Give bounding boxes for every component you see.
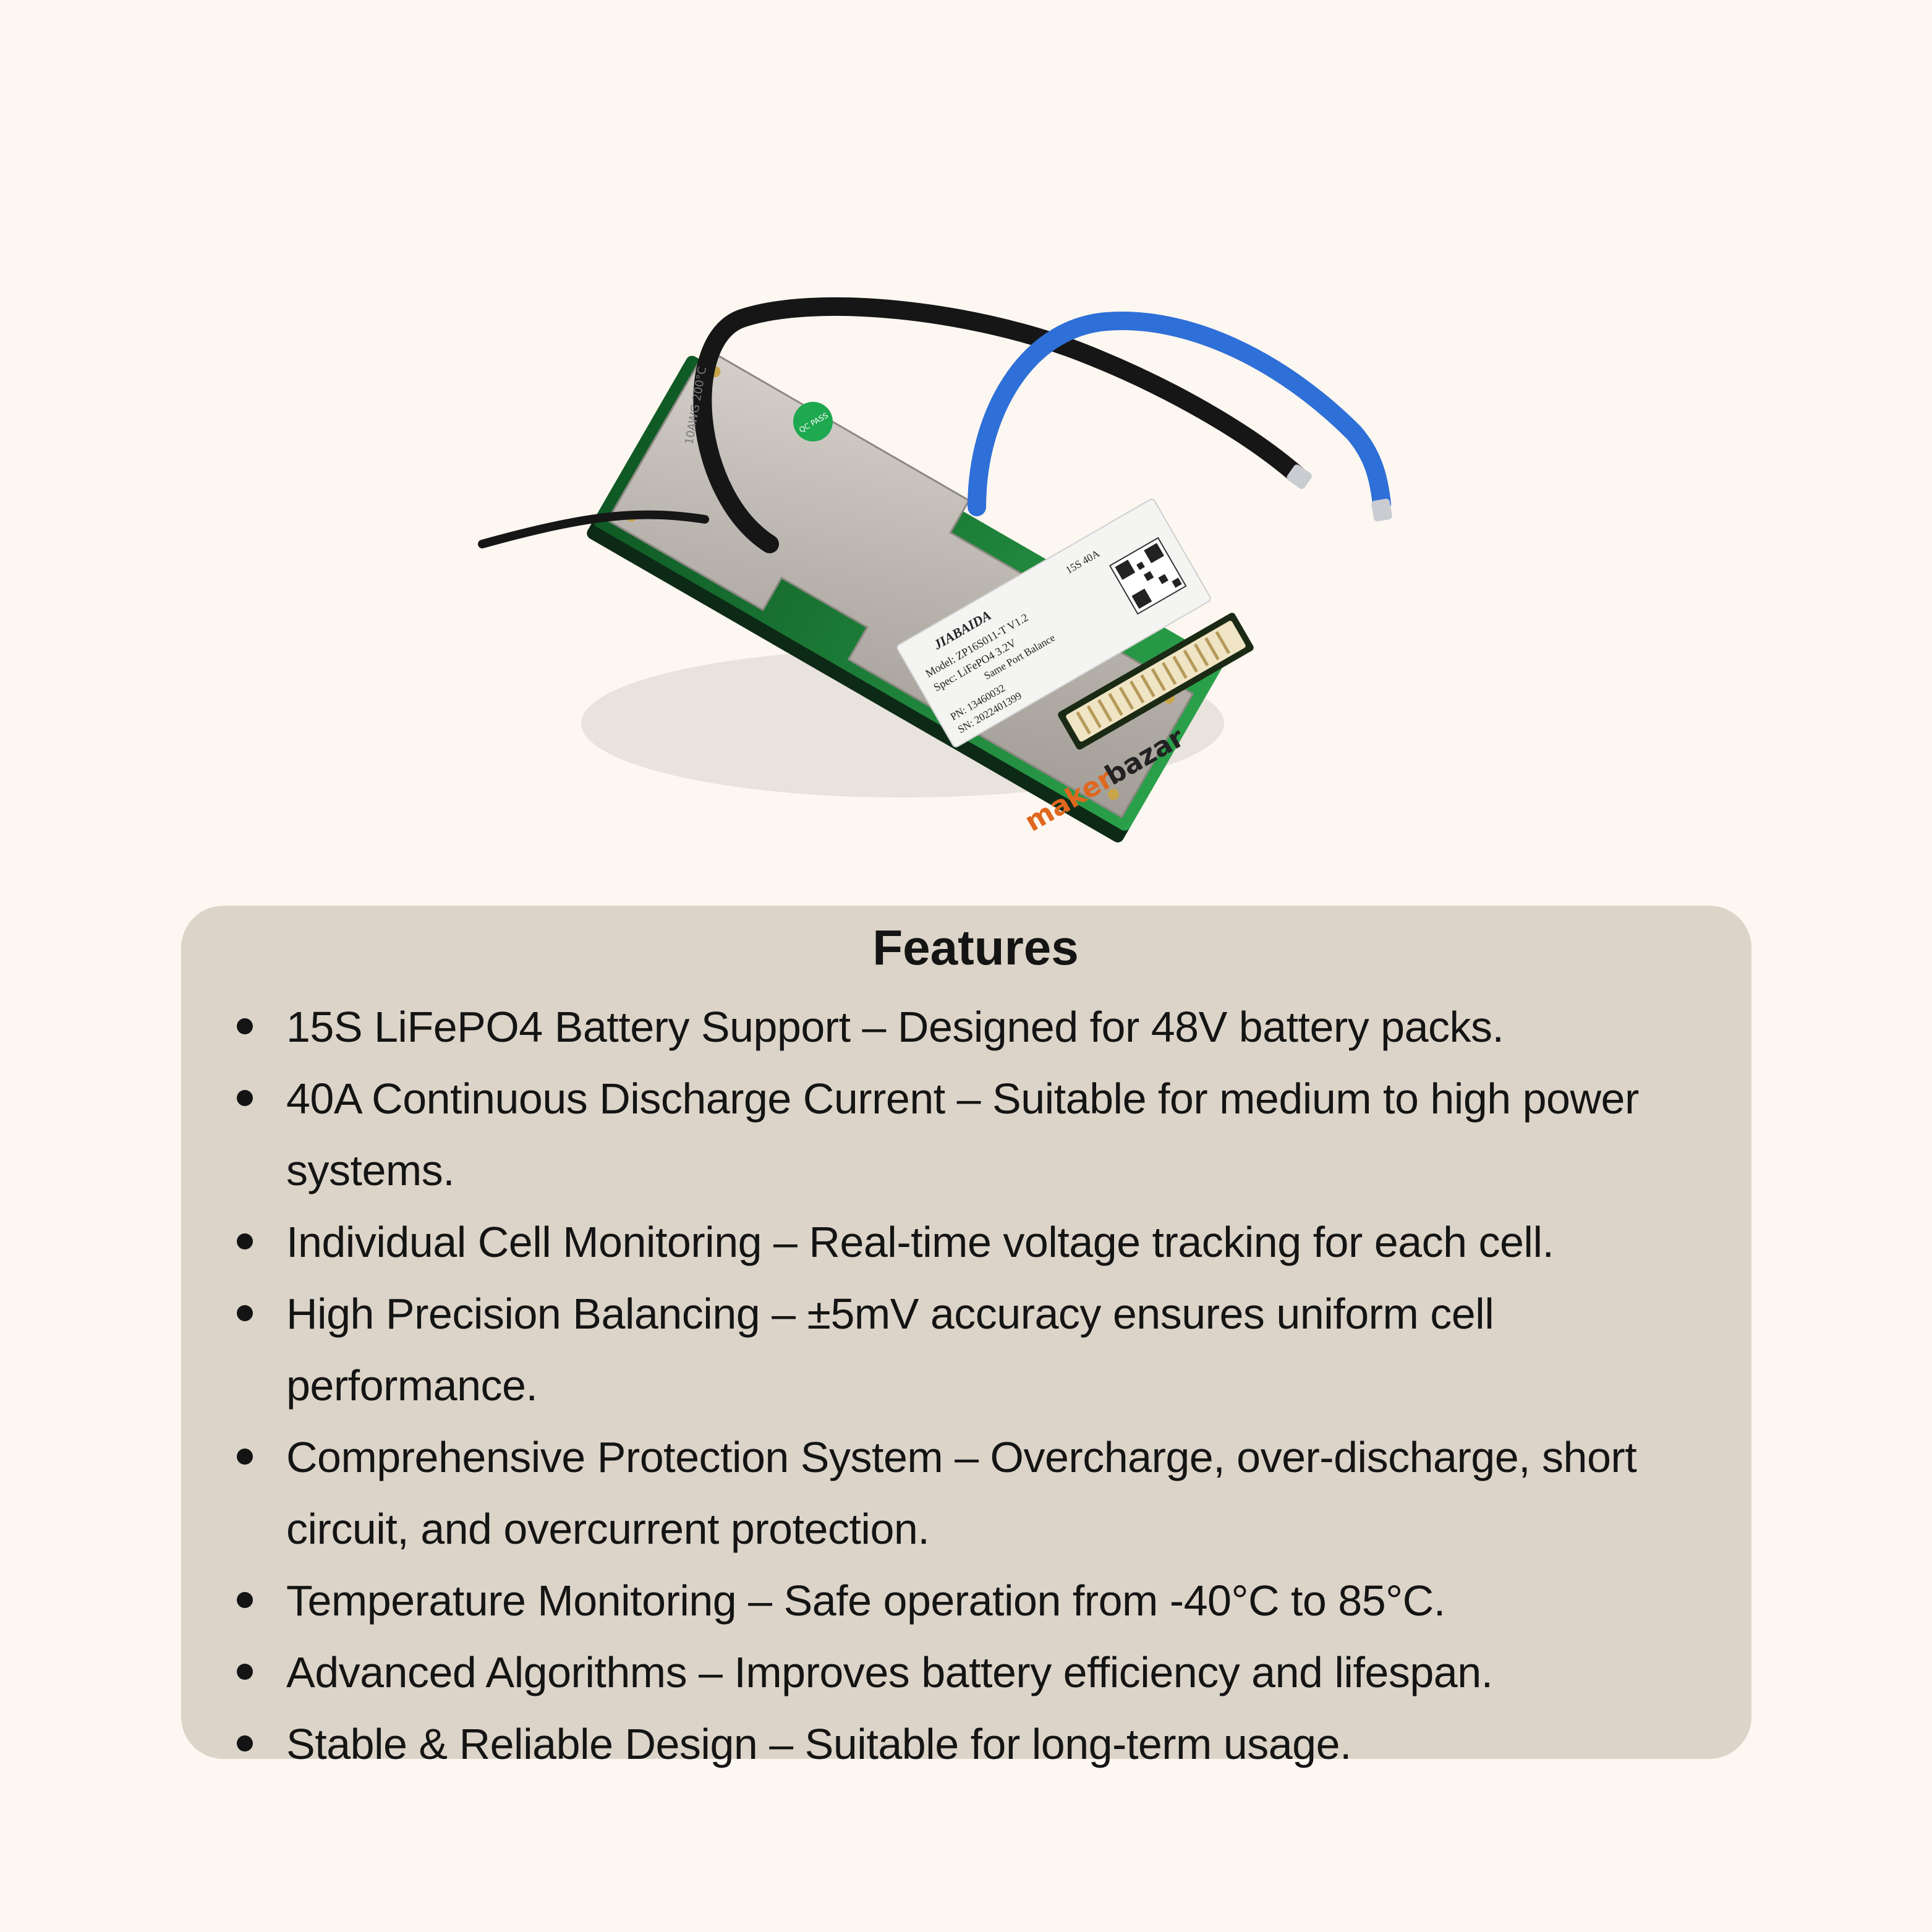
bullet-icon bbox=[237, 1449, 253, 1465]
temperature-sensor-wire bbox=[478, 510, 709, 548]
feature-item: Comprehensive Protection System – Overch… bbox=[237, 1421, 1714, 1565]
feature-item: Temperature Monitoring – Safe operation … bbox=[237, 1565, 1714, 1636]
feature-text-continued: performance. bbox=[286, 1361, 538, 1410]
feature-item: High Precision Balancing – ±5mV accuracy… bbox=[237, 1278, 1714, 1421]
balance-connector bbox=[1058, 613, 1254, 750]
bullet-icon bbox=[237, 1018, 253, 1034]
qr-code-icon bbox=[1109, 537, 1187, 615]
qc-pass-sticker: QC PASS bbox=[793, 402, 833, 441]
feature-text: Temperature Monitoring – Safe operation … bbox=[286, 1577, 1445, 1625]
bullet-icon bbox=[237, 1090, 253, 1106]
black-power-wire bbox=[693, 297, 1308, 553]
feature-item: 40A Continuous Discharge Current – Suita… bbox=[237, 1063, 1714, 1206]
black-wire-tip bbox=[1287, 464, 1312, 489]
feature-item: 15S LiFePO4 Battery Support – Designed f… bbox=[237, 991, 1714, 1063]
feature-text: Advanced Algorithms – Improves battery e… bbox=[286, 1648, 1493, 1696]
feature-text: Individual Cell Monitoring – Real-time v… bbox=[286, 1218, 1554, 1266]
feature-text: High Precision Balancing – ±5mV accuracy… bbox=[286, 1290, 1494, 1338]
features-list: 15S LiFePO4 Battery Support – Designed f… bbox=[237, 991, 1714, 1780]
feature-item: Individual Cell Monitoring – Real-time v… bbox=[237, 1206, 1714, 1278]
bullet-icon bbox=[237, 1233, 253, 1249]
feature-text-continued: circuit, and overcurrent protection. bbox=[286, 1505, 930, 1553]
blue-power-wire bbox=[968, 312, 1391, 516]
feature-text: Comprehensive Protection System – Overch… bbox=[286, 1433, 1637, 1481]
bullet-icon bbox=[237, 1735, 253, 1751]
bullet-icon bbox=[237, 1305, 253, 1321]
feature-text-continued: systems. bbox=[286, 1146, 455, 1194]
blue-wire-tip bbox=[1371, 498, 1392, 522]
feature-item: Stable & Reliable Design – Suitable for … bbox=[237, 1708, 1714, 1780]
product-label: JIABAIDA 15S 40A Model: ZP16S011-T V1.2 … bbox=[896, 498, 1211, 747]
bullet-icon bbox=[237, 1664, 253, 1680]
bms-board-image: JIABAIDA 15S 40A Model: ZP16S011-T V1.2 … bbox=[478, 297, 1392, 843]
bullet-icon bbox=[237, 1592, 253, 1608]
feature-item: Advanced Algorithms – Improves battery e… bbox=[237, 1636, 1714, 1708]
features-title: Features bbox=[872, 920, 1079, 975]
features-card: Features 15S LiFePO4 Battery Support – D… bbox=[181, 906, 1751, 1768]
feature-text: Stable & Reliable Design – Suitable for … bbox=[286, 1720, 1352, 1768]
feature-text: 15S LiFePO4 Battery Support – Designed f… bbox=[286, 1003, 1504, 1051]
feature-text: 40A Continuous Discharge Current – Suita… bbox=[286, 1075, 1639, 1123]
